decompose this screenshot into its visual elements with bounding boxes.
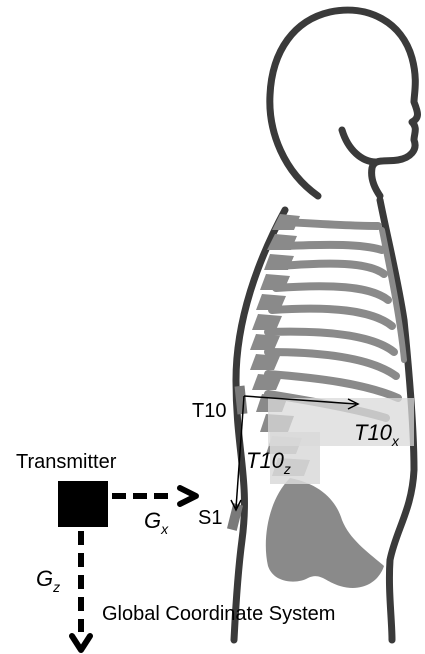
- ribcage: [268, 222, 398, 418]
- s1-label: S1: [198, 507, 222, 529]
- transmitter-label: Transmitter: [16, 451, 117, 473]
- pelvis: [266, 478, 384, 588]
- global-coordinate-system-label: Global Coordinate System: [102, 603, 335, 625]
- transmitter-box: [58, 481, 108, 527]
- jaw-outline: [342, 130, 376, 162]
- global-x-arrowhead: [180, 488, 196, 504]
- t10-label: T10: [192, 400, 226, 422]
- head-outline: [270, 10, 418, 196]
- gx-label: Gx: [144, 508, 169, 537]
- global-z-arrowhead: [72, 636, 90, 650]
- gz-label: Gz: [36, 566, 60, 595]
